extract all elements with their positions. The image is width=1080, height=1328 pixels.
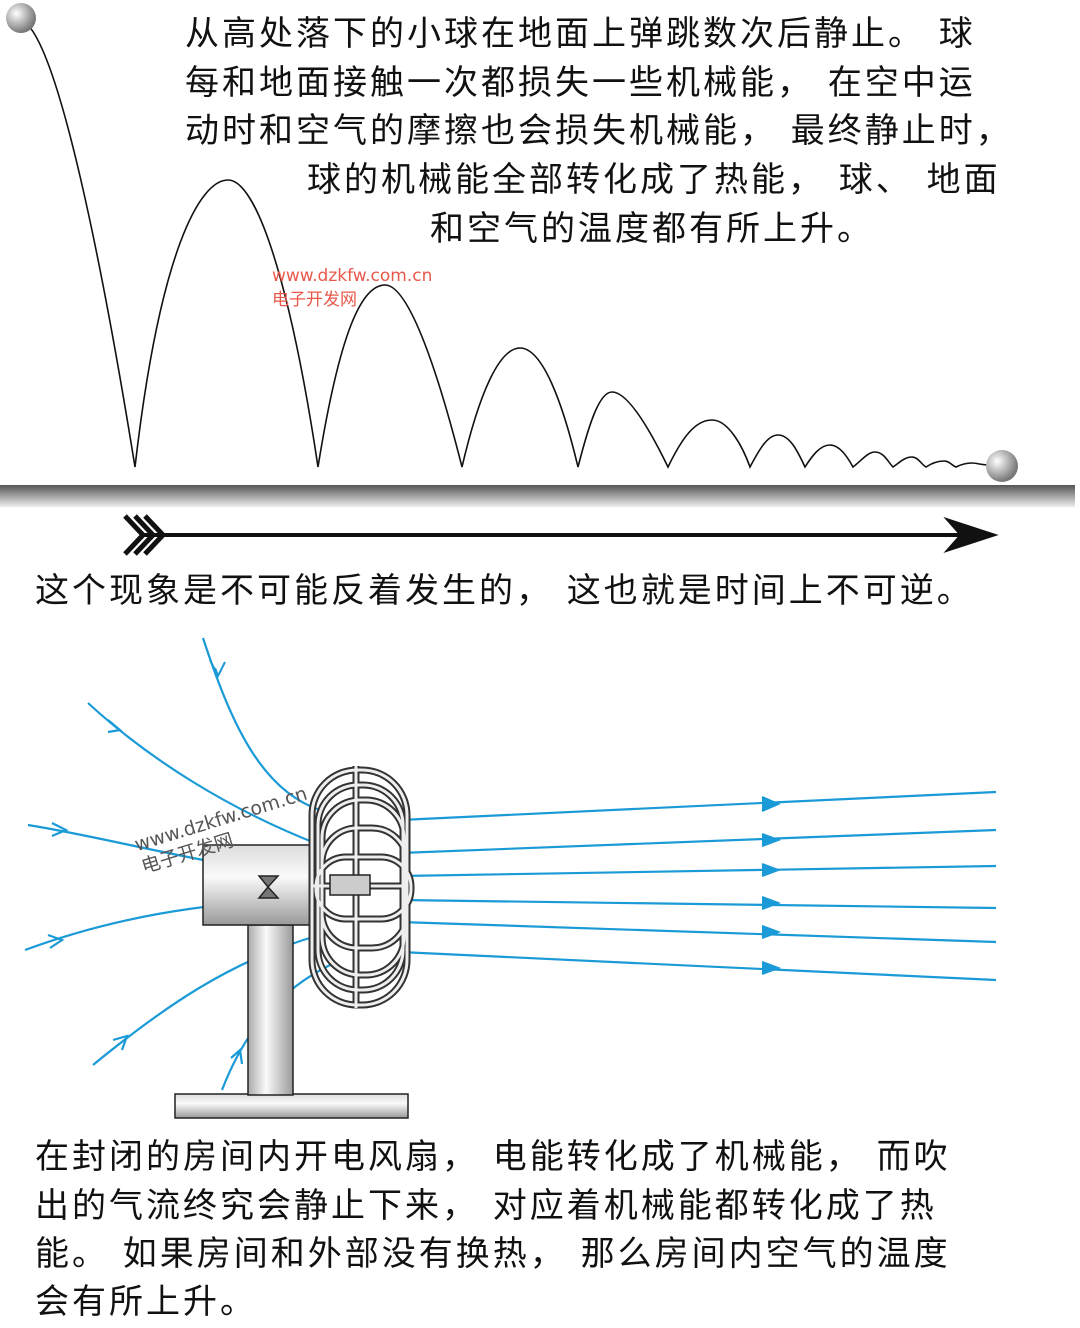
fan-motor: [202, 844, 319, 926]
electric-fan: [174, 766, 415, 1119]
middle-text: 这个现象是不可能反着发生的， 这也就是时间上不可逆。: [35, 571, 974, 611]
bottom-text-line: 出的气流终究会静止下来， 对应着机械能都转化成了热: [35, 1186, 937, 1226]
top-text-line: 动时和空气的摩擦也会损失机械能， 最终静止时，: [185, 111, 1013, 151]
fan-switch-icon: [257, 875, 280, 899]
fan-stand: [247, 924, 294, 1096]
ball-start: [6, 3, 36, 33]
time-arrow: [123, 514, 999, 556]
bottom-text-line: 会有所上升。: [35, 1282, 257, 1322]
bottom-text-line: 在封闭的房间内开电风扇， 电能转化成了机械能， 而吹: [35, 1137, 951, 1177]
fan-base: [174, 1093, 409, 1119]
bounce-trajectory: [27, 24, 1001, 469]
fan-hub: [329, 874, 371, 896]
watermark-name: 电子开发网: [272, 290, 357, 310]
ball-rest: [986, 450, 1018, 482]
top-text-line: 和空气的温度都有所上升。: [430, 209, 874, 249]
top-text-line: 从高处落下的小球在地面上弹跳数次后静止。 球: [185, 14, 976, 54]
watermark-url: www.dzkfw.com.cn: [272, 266, 433, 286]
top-text-line: 每和地面接触一次都损失一些机械能， 在空中运: [185, 63, 976, 103]
ground: [0, 485, 1075, 507]
top-text-line: 球的机械能全部转化成了热能， 球、 地面: [307, 160, 1001, 200]
bottom-text-line: 能。 如果房间和外部没有换热， 那么房间内空气的温度: [35, 1234, 951, 1274]
